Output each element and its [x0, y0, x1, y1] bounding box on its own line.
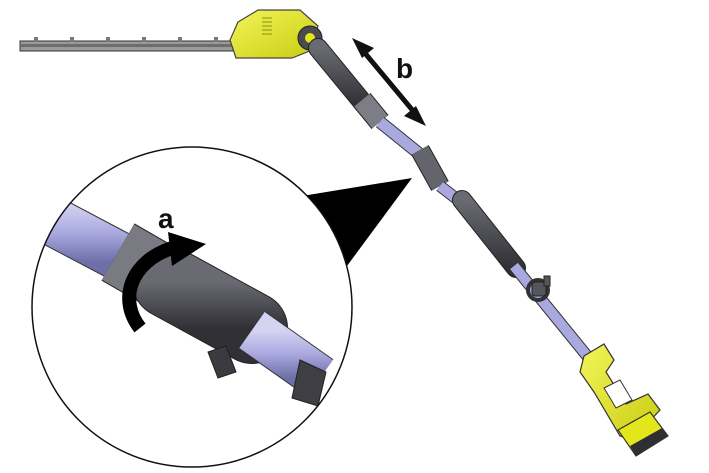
handle-with-battery [579, 343, 669, 457]
telescopic-pole [308, 38, 597, 366]
cutter-blade [19, 37, 243, 52]
rotation-arrow-a [122, 232, 206, 333]
extension-arrow-b [352, 38, 426, 126]
label-a: a [158, 203, 174, 234]
motor-head [229, 9, 323, 59]
label-b: b [396, 53, 413, 84]
detail-view [31, 146, 353, 468]
callout-pointer [302, 178, 412, 270]
strap-clip [526, 275, 551, 302]
